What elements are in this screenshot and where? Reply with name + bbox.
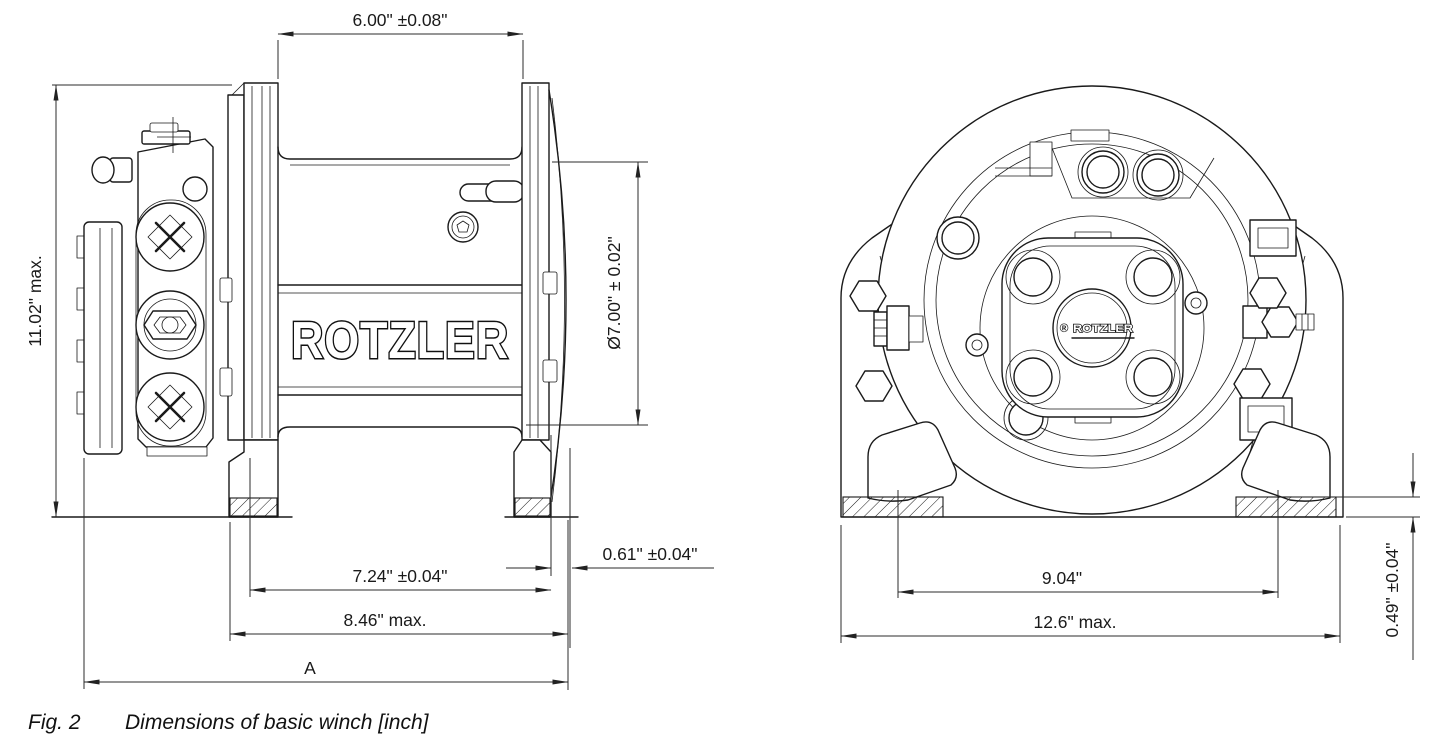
- dim-width-max-side: 8.46" max.: [229, 520, 569, 690]
- left-port-fitting: [873, 305, 924, 351]
- dim-rope-anchor-offset: 0.61" ±0.04": [506, 435, 714, 648]
- foot-pad-right: [1235, 496, 1337, 518]
- dim-bolt-span-front: 9.04": [897, 490, 1279, 598]
- front-view-drawing: ® ROTZLER: [840, 85, 1420, 660]
- breather-fitting: [91, 156, 133, 184]
- dim-label-bolt-span-front: 9.04": [1042, 568, 1082, 588]
- figure-caption-text: Dimensions of basic winch [inch]: [125, 711, 430, 734]
- motor-end-cover: [76, 221, 123, 455]
- dim-overall-height: 11.02" max.: [25, 84, 232, 518]
- side-view-drawing: ROTZLER 6.00" ±0.08" 11.02" max.: [25, 10, 714, 690]
- dim-label-drum-diameter: Ø7.00" ± 0.02": [604, 236, 624, 350]
- dim-label-rope-anchor-offset: 0.61" ±0.04": [602, 544, 697, 564]
- dim-width-max-front: 12.6" max.: [840, 525, 1341, 643]
- dim-label-overall-height: 11.02" max.: [25, 255, 45, 347]
- dim-label-width-max-front: 12.6" max.: [1033, 612, 1116, 632]
- foot-pad-left: [842, 496, 944, 518]
- screw-plug-bottom: [135, 372, 205, 442]
- dim-label-width-max-side: 8.46" max.: [343, 610, 426, 630]
- dim-label-bolt-span-side: 7.24" ±0.04": [352, 566, 447, 586]
- drum-core: [277, 146, 525, 438]
- dim-label-overall-length: A: [304, 658, 316, 678]
- drum-flange-right: [513, 82, 567, 518]
- registered-mark-icon: ®: [1060, 321, 1069, 335]
- drum-flange-left: [219, 82, 279, 518]
- dim-label-drum-length: 6.00" ±0.08": [352, 10, 447, 30]
- figure-caption-label: Fig. 2: [28, 711, 81, 734]
- drum-logo-band: ROTZLER: [277, 284, 523, 396]
- hex-plug-middle: [135, 290, 205, 360]
- dim-drum-length: 6.00" ±0.08": [277, 10, 524, 79]
- screw-plug-top: [135, 202, 205, 272]
- dim-bolt-span-side: 7.24" ±0.04": [249, 458, 552, 597]
- dim-overall-length-A: A: [83, 458, 569, 689]
- dim-label-foot-height: 0.49" ±0.04": [1382, 542, 1402, 637]
- figure-caption: Fig. 2 Dimensions of basic winch [inch]: [28, 711, 430, 734]
- motor-valve-block: [135, 117, 214, 457]
- rotzler-logo-hub: ® ROTZLER: [1060, 321, 1135, 339]
- dim-foot-height: 0.49" ±0.04": [1292, 453, 1420, 660]
- housing-bolt-holes: [936, 146, 1208, 441]
- hydraulic-motor-flange: ® ROTZLER: [1001, 231, 1184, 424]
- dim-drum-diameter: Ø7.00" ± 0.02": [526, 161, 648, 426]
- rotzler-logo-hub-text: ROTZLER: [1073, 323, 1133, 335]
- right-bolt-assembly: [1242, 305, 1315, 339]
- rotzler-logo-drum: ROTZLER: [291, 312, 509, 370]
- top-tab: [1070, 129, 1110, 142]
